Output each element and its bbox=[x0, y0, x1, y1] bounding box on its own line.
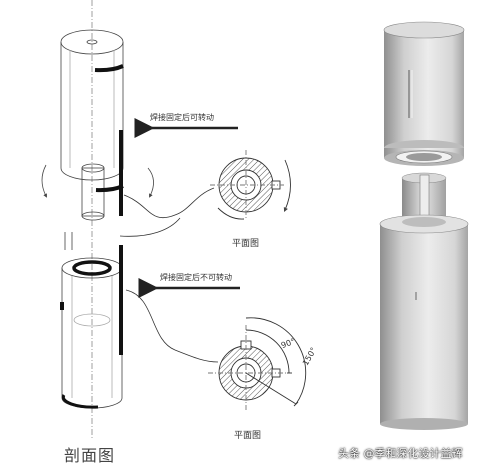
plan-view-top-label: 平面图 bbox=[232, 239, 260, 249]
plan-view-top bbox=[210, 150, 291, 220]
model-upper-cylinder bbox=[383, 21, 465, 166]
model-3d bbox=[379, 21, 469, 430]
upper-cylinder bbox=[41, 29, 154, 221]
model-lower-cylinder bbox=[379, 214, 469, 430]
upper-arrow-label: 焊接固定后可转动 bbox=[150, 113, 214, 122]
lower-arrow-label: 焊接固定后不可转动 bbox=[160, 273, 232, 282]
watermark-text: 头条 @季和深化设计益辉 bbox=[338, 447, 463, 460]
section-label: 剖面图 bbox=[64, 446, 116, 465]
lower-cylinder bbox=[60, 232, 123, 409]
plan-view-bottom-label: 平面图 bbox=[234, 431, 262, 441]
plan-view-bottom bbox=[208, 317, 307, 412]
section-drawing bbox=[41, 0, 219, 440]
